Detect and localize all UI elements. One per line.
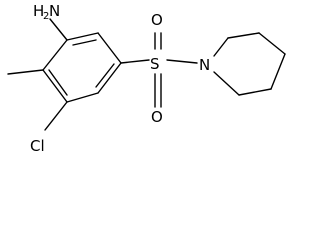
ring-bond-bottom-left — [42, 69, 68, 103]
benzene-ring — [42, 32, 122, 103]
ring-bond-top-right — [97, 32, 122, 64]
oxygen-bottom-label: O — [151, 108, 163, 126]
ring-bond-right — [97, 62, 122, 94]
piperidine-bond-1 — [213, 37, 229, 57]
sulfur-nitrogen-bond — [166, 59, 198, 64]
piperidine-bond-2 — [227, 32, 260, 39]
aromatic-inner-bond-2 — [95, 63, 115, 88]
piperidine-bond-5 — [238, 88, 272, 96]
sulfur-label: S — [150, 55, 160, 73]
amine-bond — [49, 18, 68, 41]
ring-bond-bottom-right — [66, 92, 99, 103]
piperidine-n-label: N — [199, 56, 210, 74]
amine-label-n: N — [49, 2, 60, 20]
ring-bond-top-left — [66, 32, 99, 41]
amine-label-h: H — [33, 2, 44, 20]
sulfonyl-group — [154, 32, 162, 108]
ring-bond-left — [42, 39, 68, 71]
chloro-bond — [44, 101, 68, 131]
chlorine-label: Cl — [30, 137, 45, 155]
substituents — [7, 18, 198, 131]
aryl-sulfonyl-bond — [120, 59, 150, 64]
oxygen-top-label: O — [151, 11, 163, 29]
amine-subscript: 2 — [43, 11, 49, 22]
chemical-structure: H N 2 Cl S O O N — [7, 2, 286, 155]
piperidine-bond-4 — [270, 53, 286, 90]
methyl-bond — [7, 69, 44, 75]
piperidine-bond-3 — [258, 32, 286, 55]
aromatic-inner-bond-3 — [48, 69, 68, 96]
piperidine-ring — [213, 32, 286, 96]
piperidine-bond-6 — [213, 71, 240, 96]
aromatic-inner-bond-1 — [72, 39, 97, 46]
